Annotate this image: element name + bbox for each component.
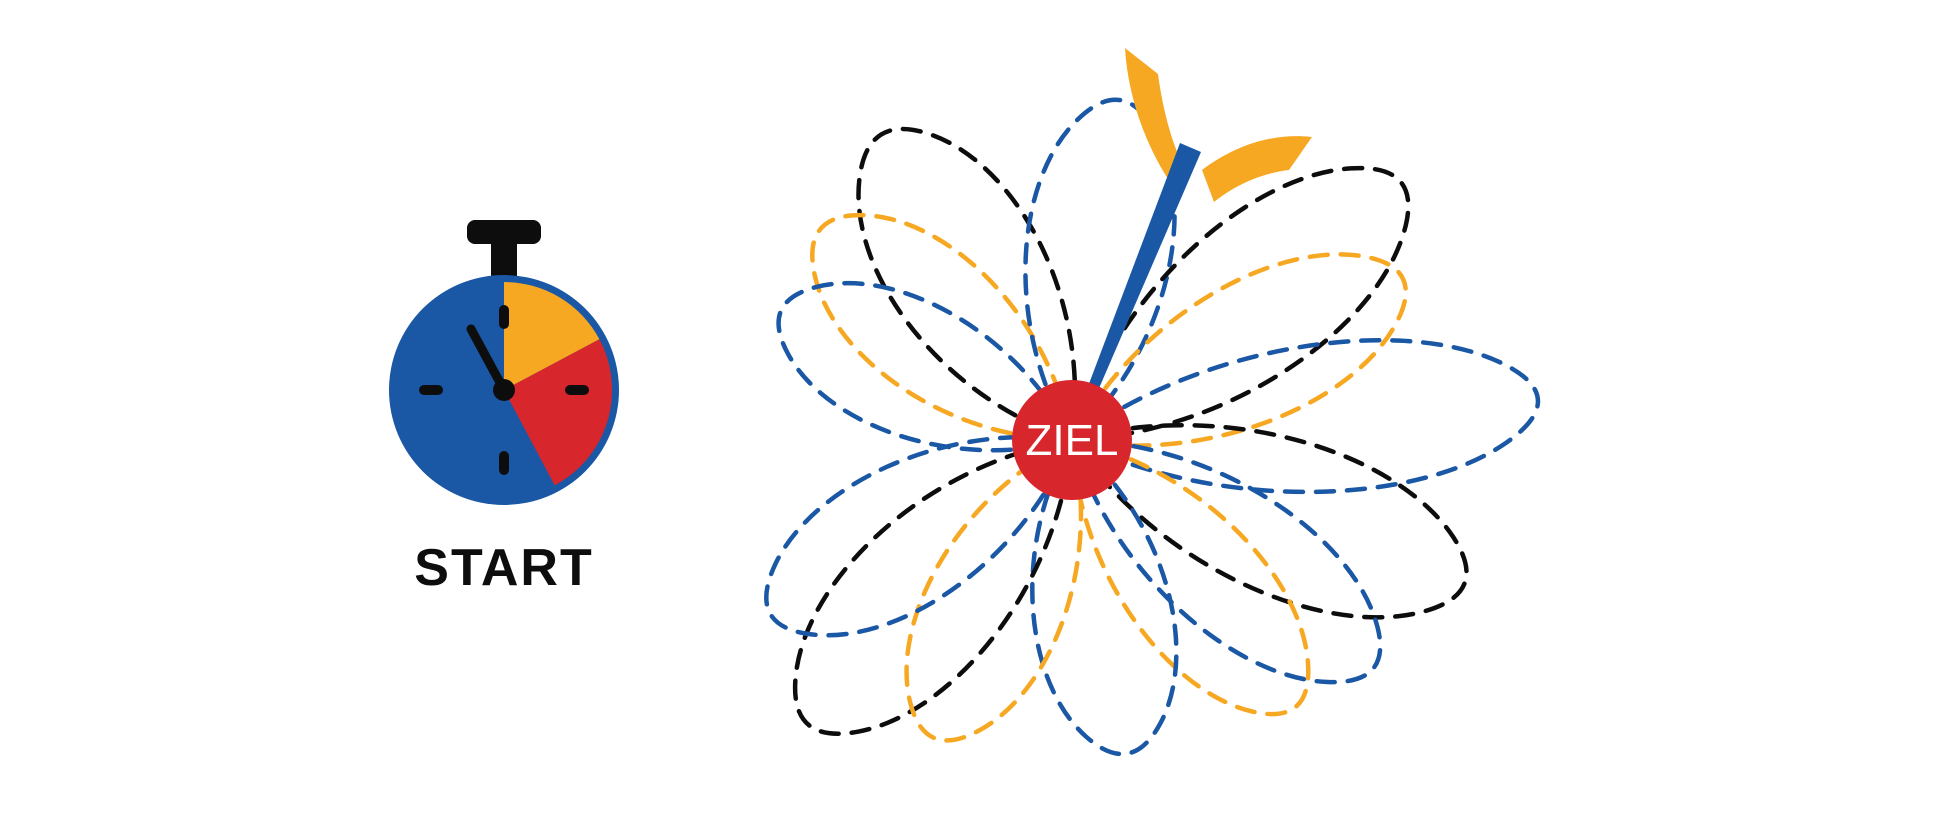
timer-wedge-red (504, 339, 613, 486)
stopwatch: START (389, 220, 619, 597)
tick-mark-6 (499, 451, 509, 475)
goal: ZIEL (1012, 380, 1132, 500)
dart-shaft (1073, 143, 1201, 430)
stopwatch-button (467, 220, 541, 284)
dart-fletching-left-icon (1125, 48, 1190, 185)
loop-path-blue (1069, 337, 1541, 495)
loop-path-black (1069, 165, 1411, 443)
clock-hand-pivot (493, 379, 515, 401)
timer-wedge-yellow (504, 282, 600, 390)
loop-path-blue (776, 280, 1075, 453)
loop-path-blue (1069, 437, 1383, 685)
clock-hand (466, 324, 509, 395)
loop-path-blue (764, 434, 1075, 638)
loop-path-black (792, 437, 1075, 736)
ziel-circle (1012, 380, 1132, 500)
loop-path-yellow (904, 437, 1084, 743)
tick-mark-3 (565, 385, 589, 395)
dart (1073, 48, 1312, 430)
loop-petal-group (764, 97, 1541, 757)
ziel-label: ZIEL (1026, 416, 1119, 465)
start-label: START (414, 539, 593, 597)
loop-path-yellow (1069, 437, 1311, 717)
loop-path-yellow (810, 212, 1075, 443)
loop-path-blue (1030, 437, 1179, 757)
loop-path-black (856, 126, 1078, 443)
loop-path-black (1069, 422, 1469, 620)
stopwatch-crown (467, 220, 541, 244)
tick-mark-9 (419, 385, 443, 395)
loop-path-blue (1023, 97, 1177, 443)
dart-fletching-right-icon (1202, 136, 1312, 202)
tick-mark-12 (499, 305, 509, 329)
